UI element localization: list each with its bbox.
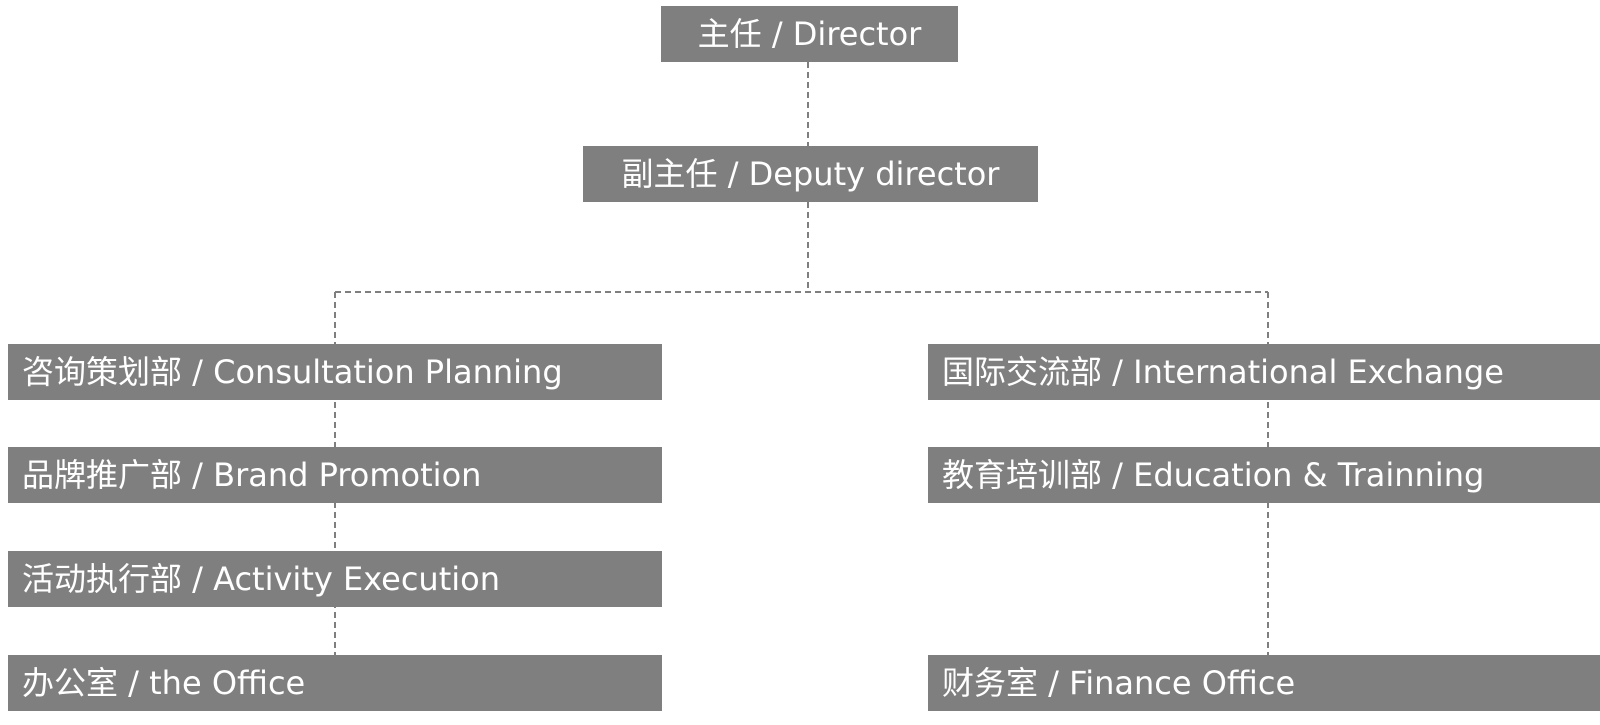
department-the-office: 办公室 / the Office: [8, 655, 662, 711]
department-activity-execution: 活动执行部 / Activity Execution: [8, 551, 662, 607]
department-international-exchange: 国际交流部 / International Exchange: [928, 344, 1600, 400]
department-consultation-planning: 咨询策划部 / Consultation Planning: [8, 344, 662, 400]
department-education-training: 教育培训部 / Education & Trainning: [928, 447, 1600, 503]
department-finance-office: 财务室 / Finance Office: [928, 655, 1600, 711]
director-box: 主任 / Director: [661, 6, 958, 62]
department-brand-promotion: 品牌推广部 / Brand Promotion: [8, 447, 662, 503]
deputy-director-box: 副主任 / Deputy director: [583, 146, 1038, 202]
